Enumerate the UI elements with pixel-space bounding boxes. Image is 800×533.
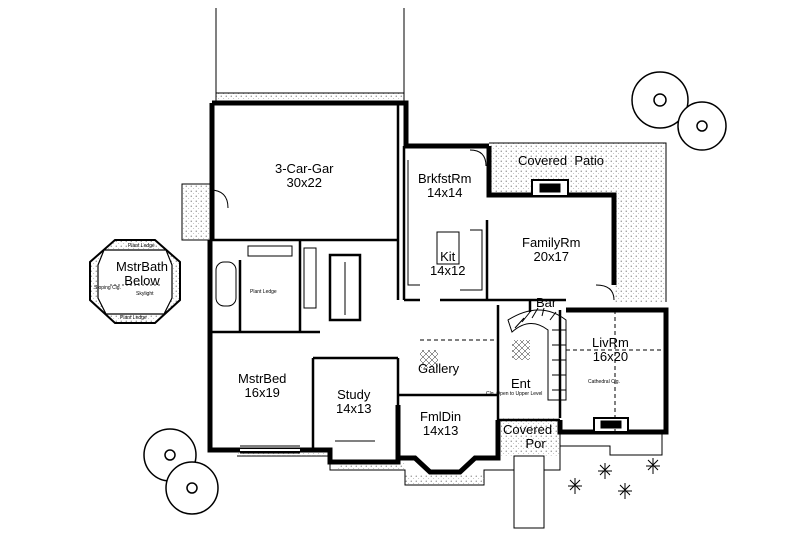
room-mstrbed: MstrBed 16x19 [238,372,286,399]
room-mstrbed-size: 16x19 [244,384,280,400]
front-walk [513,455,545,529]
room-dining-name: FmlDin [420,409,462,424]
patio-edge [489,142,667,302]
room-kitchen-name: Kit [440,249,456,264]
room-mstrbath: MstrBath Below [116,260,168,287]
room-garage-name: 3-Car-Gar [275,161,334,176]
fixtures [181,149,666,454]
room-living: LivRm 16x20 [592,336,629,363]
room-mstrbath-name: MstrBath [116,259,169,274]
note-sloping-clg: Sloping Clg. [94,285,121,291]
note-plant-ledge-inset-top: Plant Ledge [128,243,155,249]
shrubs-bottom-right [568,458,660,499]
room-family: FamilyRm 20x17 [522,236,581,263]
porch-floor [501,418,559,456]
note-plant-ledge-bath: Plant Ledge [250,289,277,295]
room-porch-name: Covered [503,422,553,437]
room-dining-size: 14x13 [422,422,459,438]
room-breakfast-name: BrkfstRm [418,171,472,186]
room-gallery-name: Gallery [418,361,460,376]
room-dining: FmlDin 14x13 [420,410,461,437]
tree-bottom-left [143,428,219,515]
room-study-size: 14x13 [336,400,372,416]
room-garage-size: 30x22 [286,174,322,190]
room-mstrbath-note: Below [124,272,160,288]
front-planting-fill [237,448,484,485]
room-mstrbed-name: MstrBed [238,371,287,386]
tree-top-right [631,71,727,151]
exterior-walls [207,100,669,475]
room-bar: Bar [536,296,556,310]
note-skylight: Skylight [136,291,154,297]
room-entry: Ent [511,377,531,391]
interior-walls [212,103,566,450]
note-plant-ledge-inset-bottom: Plant Ledge [120,315,147,321]
room-family-name: FamilyRm [522,235,581,250]
room-bar-name: Bar [536,295,557,310]
room-breakfast-size: 14x14 [427,184,463,200]
room-study-name: Study [337,387,371,402]
room-family-size: 20x17 [533,248,569,264]
room-living-name: LivRm [592,335,629,350]
room-study: Study 14x13 [336,388,371,415]
room-living-size: 16x20 [592,348,629,364]
room-breakfast: BrkfstRm 14x14 [418,172,471,199]
note-cathedral-clg: Cathedral Clg. [588,379,620,385]
room-garage: 3-Car-Gar 30x22 [275,162,334,189]
room-porch: Covered Por [503,423,552,450]
room-kitchen: Kit 14x12 [430,250,465,277]
room-entry-name: Ent [511,376,531,391]
room-kitchen-size: 14x12 [430,262,466,278]
mstrbath-inset [89,239,181,324]
note-clg-open: Clg. Open to Upper Level [486,391,543,397]
room-porch-name2: Por [525,435,546,451]
room-gallery: Gallery [418,362,459,376]
room-patio-name: Covered Patio [518,153,604,168]
room-patio: Covered Patio [518,154,604,168]
driveway [215,8,405,96]
